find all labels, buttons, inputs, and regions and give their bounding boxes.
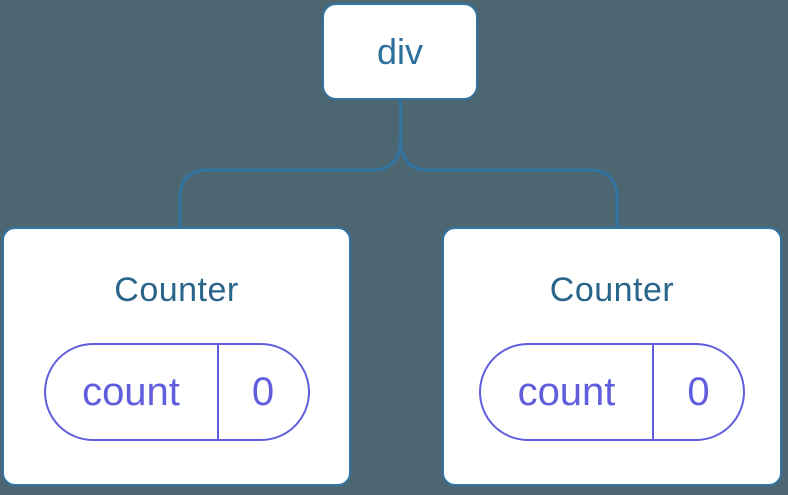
- node-div: div: [322, 3, 478, 100]
- node-counter-left: Counter count 0: [2, 227, 351, 486]
- state-value-label: 0: [687, 369, 710, 414]
- state-key-label: count: [481, 345, 654, 439]
- state-pill: count 0: [43, 343, 310, 441]
- node-counter-right: Counter count 0: [442, 227, 782, 486]
- component-name-label: Counter: [114, 271, 239, 309]
- state-value-label: 0: [251, 369, 275, 414]
- connector-branch-left: [178, 138, 402, 228]
- state-key-label: count: [46, 345, 219, 439]
- node-div-label: div: [376, 30, 424, 72]
- connector-branch-right: [399, 138, 619, 228]
- state-pill: count 0: [479, 343, 745, 441]
- component-name-label: Counter: [549, 271, 675, 309]
